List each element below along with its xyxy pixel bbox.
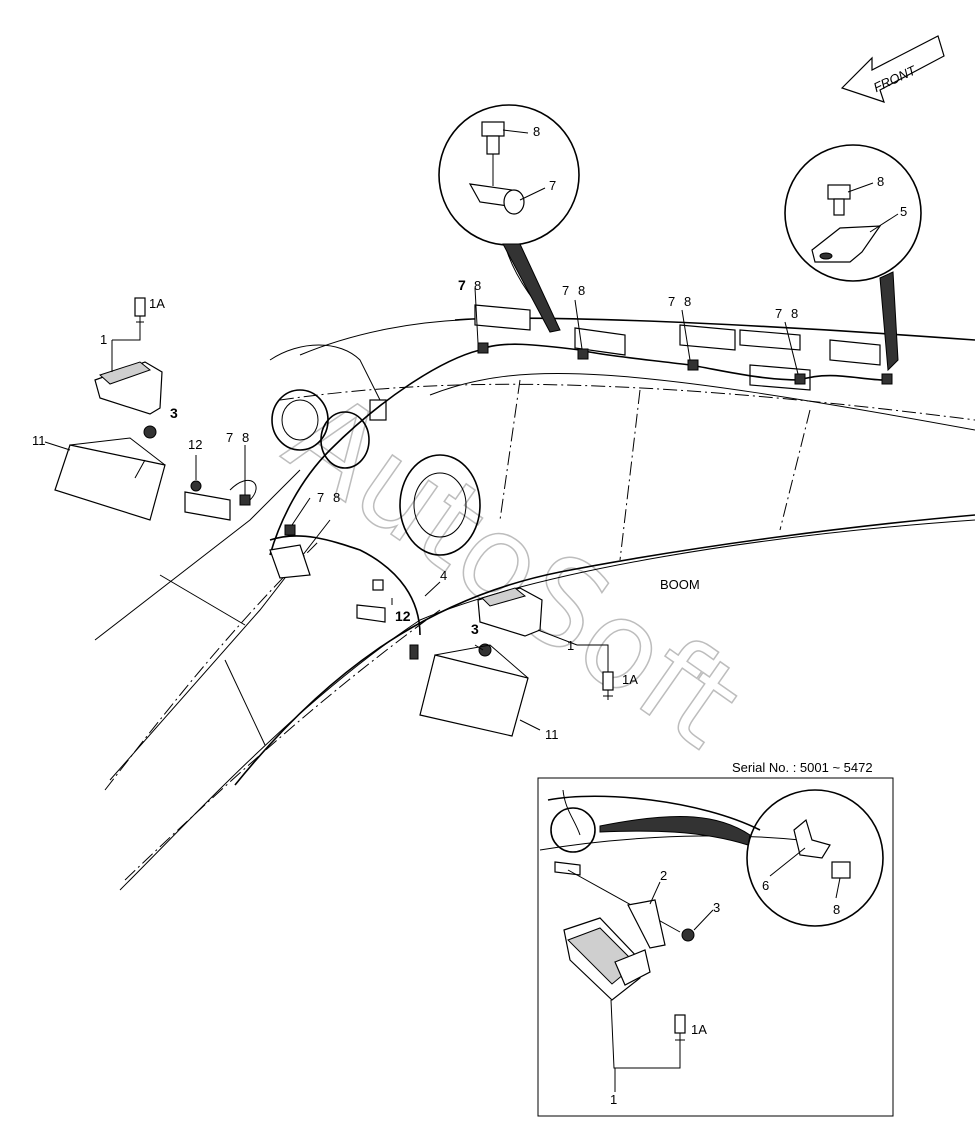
detail-circle-clip — [438, 104, 580, 333]
callout-7: 7 — [317, 490, 324, 505]
callout-1a: 1A — [622, 672, 638, 687]
callout-6: 6 — [762, 878, 769, 893]
callout-7: 7 — [458, 277, 466, 293]
wire-clips — [239, 342, 893, 536]
callout-4: 4 — [440, 568, 447, 583]
callout-3: 3 — [471, 621, 479, 637]
callout-7: 7 — [562, 283, 569, 298]
callout-8: 8 — [578, 283, 585, 298]
callout-3: 3 — [713, 900, 720, 915]
callouts: 1A 1 3 11 12 7 8 7 8 7 8 7 8 7 8 7 8 4 1… — [32, 124, 907, 1107]
callout-8: 8 — [833, 902, 840, 917]
serial-inset: Serial No. : 5001 ~ 5472 — [537, 760, 894, 1117]
callout-2: 2 — [660, 868, 667, 883]
callout-7: 7 — [668, 294, 675, 309]
callout-12: 12 — [395, 608, 411, 624]
boom-label: BOOM — [660, 577, 700, 592]
callout-11: 11 — [32, 433, 46, 448]
callout-1a: 1A — [149, 296, 165, 311]
callout-8: 8 — [474, 278, 481, 293]
callout-12: 12 — [188, 437, 202, 452]
left-work-light — [54, 297, 231, 521]
callout-8: 8 — [877, 174, 884, 189]
mid-work-light — [269, 544, 614, 737]
leader-lines — [44, 129, 899, 1092]
callout-8: 8 — [791, 306, 798, 321]
wire-harness — [229, 343, 886, 636]
callout-7: 7 — [226, 430, 233, 445]
callout-3: 3 — [170, 405, 178, 421]
callout-1: 1 — [567, 638, 574, 653]
callout-11: 11 — [545, 727, 559, 742]
callout-1: 1 — [610, 1092, 617, 1107]
callout-8: 8 — [242, 430, 249, 445]
callout-1: 1 — [100, 332, 107, 347]
boom-body — [94, 317, 975, 891]
callout-8: 8 — [533, 124, 540, 139]
callout-1a: 1A — [691, 1022, 707, 1037]
front-arrow: FRONT — [840, 35, 945, 103]
callout-7: 7 — [549, 178, 556, 193]
callout-7: 7 — [775, 306, 782, 321]
callout-5: 5 — [900, 204, 907, 219]
callout-8: 8 — [333, 490, 340, 505]
detail-circle-bracket — [784, 144, 922, 372]
callout-8: 8 — [684, 294, 691, 309]
svg-text:Serial No. : 5001 ~ 5472: Serial No. : 5001 ~ 5472 — [732, 760, 873, 775]
